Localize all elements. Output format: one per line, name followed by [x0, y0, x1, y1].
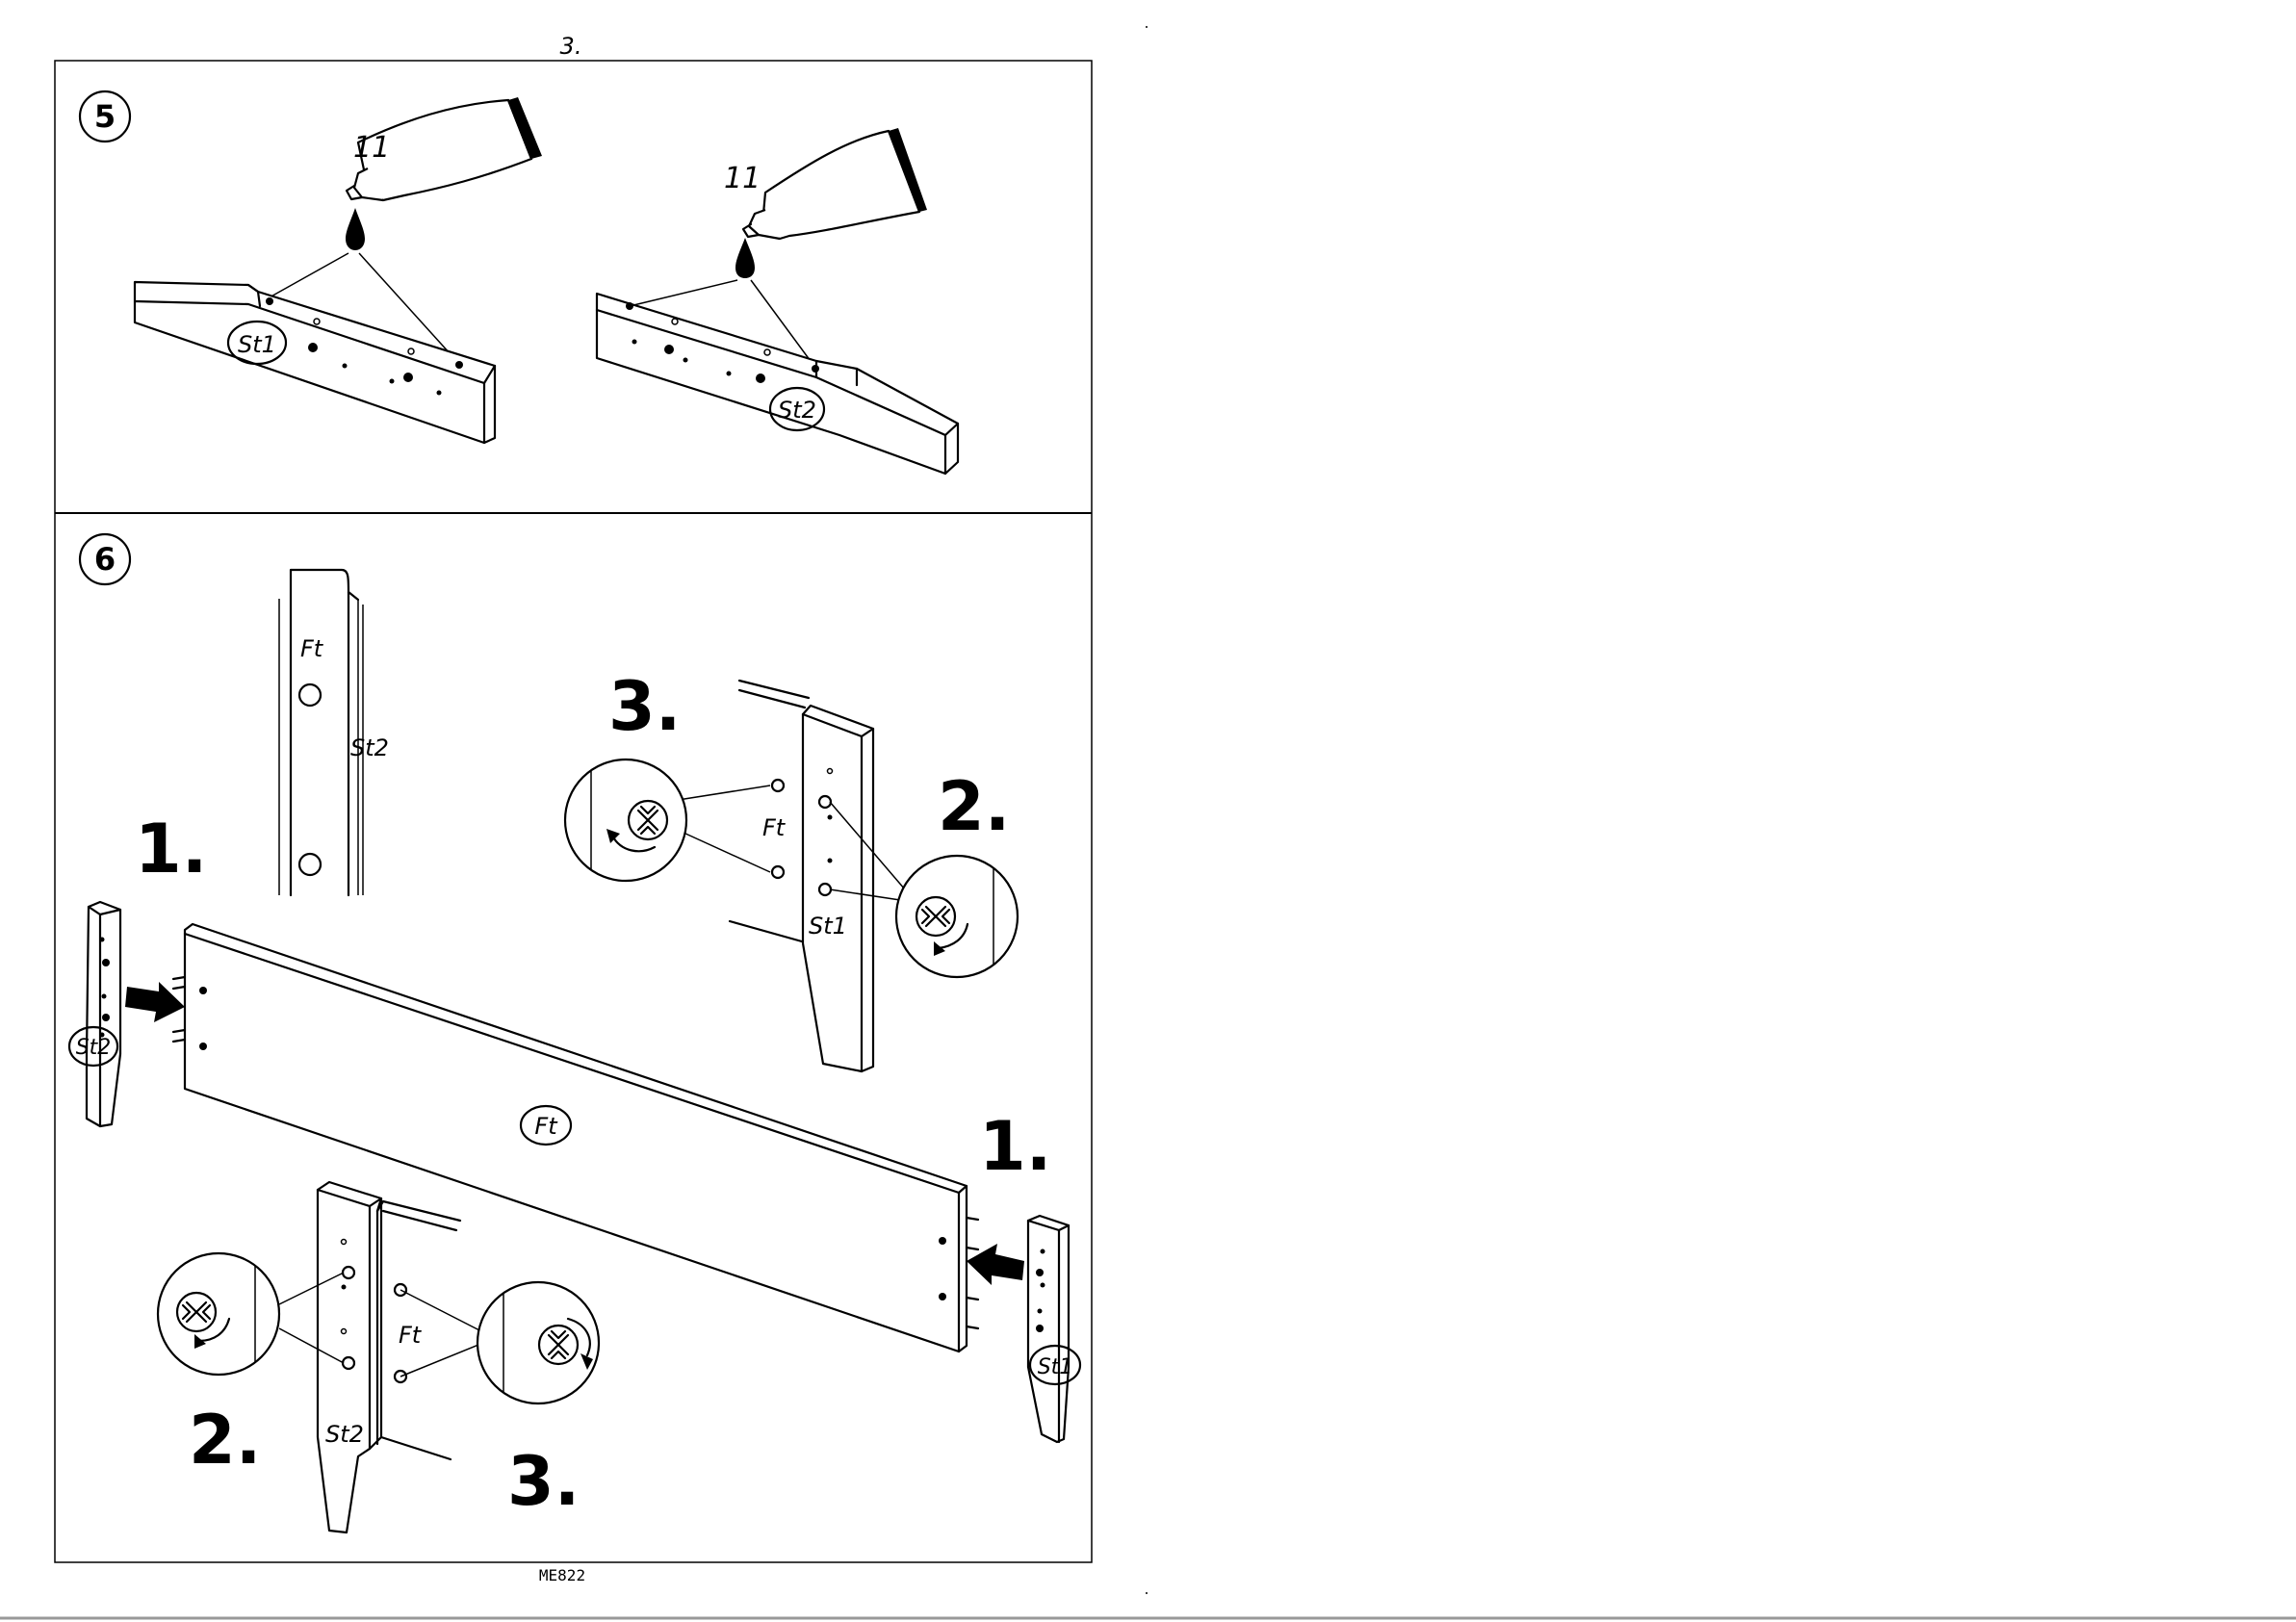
- top-right-board-label: Ft: [762, 814, 787, 841]
- step-3-label: 3.: [608, 667, 681, 746]
- right-glue-number: 11: [724, 162, 761, 195]
- left-leg-st2: [87, 902, 120, 1126]
- detail-board-label-ft: Ft: [300, 635, 324, 662]
- right-rail-label: St2: [778, 397, 816, 424]
- top-right-detail: 3. 2.: [565, 667, 1018, 1071]
- right-leg-st1: [1028, 1216, 1069, 1442]
- left-leg-label: St2: [76, 1036, 112, 1060]
- detail-board: [279, 570, 363, 895]
- step-6-panel: 6 Ft St2 3. 2.: [69, 534, 1080, 1532]
- step-1-left-label: 1.: [135, 810, 207, 888]
- glue-tube-icon: [743, 128, 927, 239]
- step-2-label: 2.: [938, 767, 1010, 846]
- cam-lock-zoom: [896, 856, 1018, 977]
- top-right-leg-label: St1: [809, 913, 847, 940]
- right-leg-label: St1: [1038, 1355, 1073, 1379]
- detail-board-label-st2: St2: [350, 734, 389, 761]
- cam-lock-zoom: [158, 1253, 279, 1375]
- left-rail-label: St1: [238, 331, 276, 358]
- left-glue-number: 11: [353, 131, 390, 165]
- glue-drop-icon: [346, 208, 365, 250]
- bottom-left-leg-label: St2: [325, 1421, 364, 1448]
- rail-st1: [135, 282, 495, 443]
- rail-st2: [597, 294, 958, 474]
- footer-code: ME822: [539, 1566, 585, 1584]
- step-6-number: 6: [94, 541, 116, 578]
- step-1-right-label: 1.: [979, 1107, 1051, 1186]
- bottom-step-2-label: 2.: [189, 1401, 261, 1480]
- step-5-panel: 5 11 St1: [80, 91, 958, 474]
- step-5-number: 5: [94, 98, 116, 135]
- glue-drop-icon: [735, 238, 755, 278]
- main-board-label: Ft: [534, 1113, 558, 1140]
- bottom-step-3-label: 3.: [507, 1442, 580, 1521]
- page-number: 3.: [560, 33, 582, 60]
- bottom-left-board-label: Ft: [399, 1322, 423, 1349]
